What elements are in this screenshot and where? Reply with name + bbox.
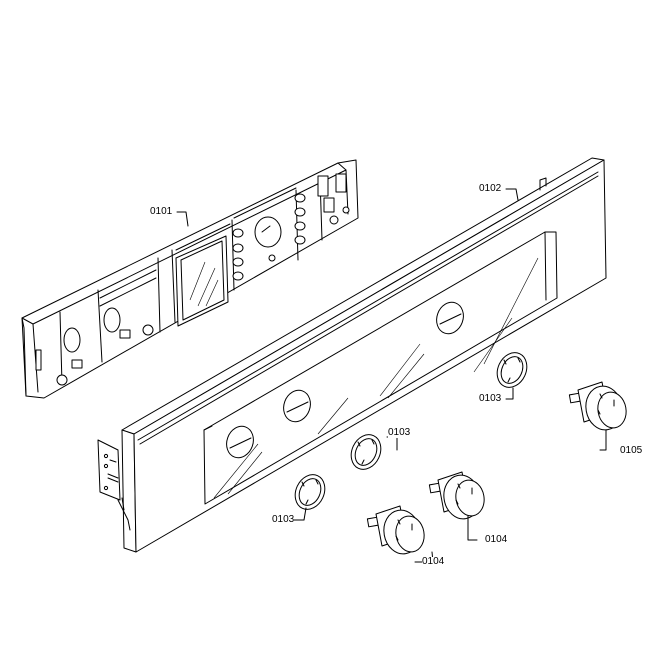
knob-right [428, 471, 485, 520]
part-label-0104-lower: 0104 [422, 556, 445, 567]
front-fascia-panel [97, 157, 607, 553]
part-label-0105: 0105 [620, 445, 643, 456]
knob-opening-right [436, 301, 464, 335]
button-column-right [294, 193, 306, 245]
bezel-ring-lower-left [294, 474, 326, 510]
bezel-ring-upper-right [496, 352, 528, 388]
button-column-left [232, 228, 244, 281]
leader-lines [176, 188, 607, 563]
side-mounting-bracket [97, 439, 131, 531]
part-label-0101: 0101 [150, 206, 173, 217]
rear-panel-frame [21, 159, 359, 399]
part-label-0102: 0102 [479, 183, 502, 194]
knob-far-right [568, 381, 627, 431]
part-label-0103-upper-right: 0103 [479, 393, 502, 404]
part-label-0103-middle: 0103 [388, 427, 411, 438]
part-label-0104-right: 0104 [485, 534, 508, 545]
part-label-0103-lower-left: 0103 [272, 514, 295, 525]
knob-opening-left [226, 425, 254, 459]
knob-opening-middle [283, 389, 311, 423]
bezel-ring-middle [350, 434, 382, 470]
knob-lower [366, 505, 425, 555]
